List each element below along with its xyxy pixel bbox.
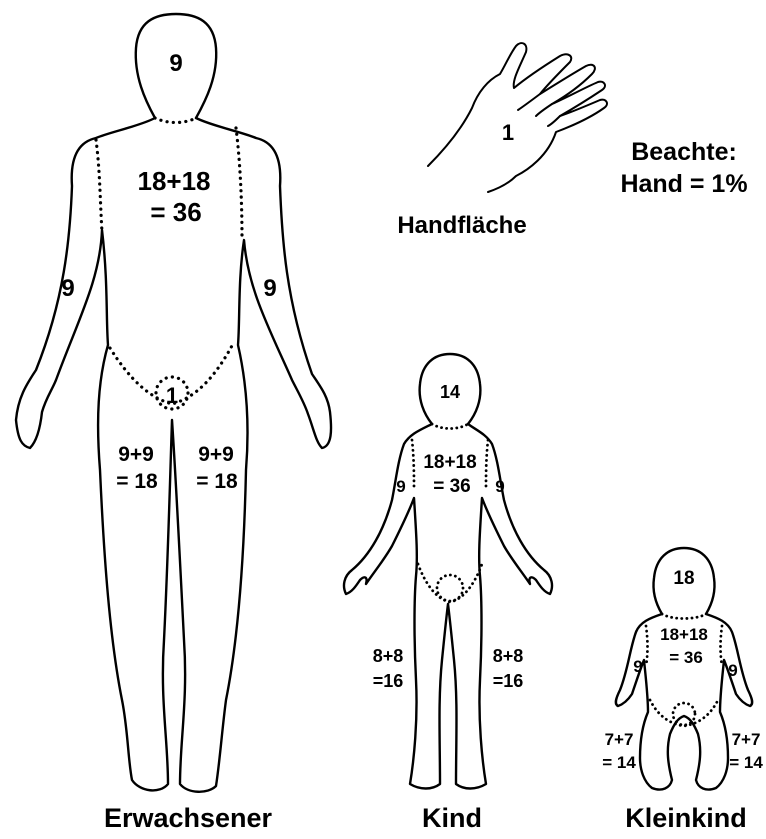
child-shoulder-left-boundary: [412, 440, 414, 490]
child-arm-right-value: 9: [495, 477, 504, 496]
infant-head-value: 18: [673, 568, 694, 589]
adult-leg-right-value-line1: 9+9: [198, 443, 234, 466]
adult-trunk-value-line1: 18+18: [137, 166, 210, 196]
adult-leg-left-value-line1: 9+9: [118, 443, 154, 466]
child-leg-right-value-line2: =16: [493, 671, 524, 691]
infant-caption: Kleinkind: [625, 803, 747, 833]
child-trunk-value-line2: = 36: [433, 476, 471, 497]
infant-neck-boundary: [662, 614, 706, 619]
adult-leg-left-value-line2: = 18: [116, 470, 158, 493]
hand-value: 1: [502, 120, 514, 145]
infant-arm-left-value: 9: [633, 657, 642, 676]
child-trunk-value-line1: 18+18: [423, 452, 476, 473]
child-caption: Kind: [422, 803, 482, 833]
adult-neck-boundary: [155, 118, 196, 123]
adult-shoulder-right-boundary: [236, 128, 242, 238]
child-hip-boundary: [418, 564, 482, 602]
note-line1: Beachte:: [631, 138, 737, 166]
adult-caption: Erwachsener: [104, 803, 273, 833]
adult-leg-right-value-line2: = 18: [196, 470, 238, 493]
infant-leg-right-value-line1: 7+7: [732, 730, 761, 749]
hand-finger-line-1: [518, 94, 540, 110]
adult-head-value: 9: [169, 50, 182, 77]
child-leg-right-value-line1: 8+8: [493, 646, 524, 666]
hand-finger-line-2: [536, 104, 552, 116]
infant-trunk-value-line2: = 36: [669, 648, 703, 667]
hand-figure: [428, 43, 607, 192]
infant-arm-right-value: 9: [728, 661, 737, 680]
infant-shoulder-left-boundary: [646, 626, 648, 666]
child-arm-left-value: 9: [396, 477, 405, 496]
child-shoulder-right-boundary: [486, 440, 488, 490]
adult-arm-left-value: 9: [61, 275, 74, 302]
infant-trunk-value-line1: 18+18: [660, 625, 708, 644]
hand-outline: [428, 43, 607, 192]
adult-genital-value: 1: [166, 383, 178, 408]
child-head-value: 14: [440, 382, 460, 402]
adult-shoulder-left-boundary: [96, 140, 102, 232]
child-leg-left-value-line1: 8+8: [373, 646, 404, 666]
infant-shoulder-right-boundary: [721, 626, 723, 666]
child-leg-left-value-line2: =16: [373, 671, 404, 691]
child-genital-boundary: [437, 575, 463, 601]
infant-leg-left-value-line1: 7+7: [605, 730, 634, 749]
infant-leg-left-value-line2: = 14: [602, 753, 636, 772]
hand-finger-line-3: [548, 116, 560, 126]
note-line2: Hand = 1%: [620, 170, 747, 198]
child-neck-boundary: [432, 424, 468, 429]
child-figure: [344, 354, 552, 789]
hand-caption: Handfläche: [397, 212, 526, 239]
adult-arm-right-value: 9: [263, 275, 276, 302]
adult-trunk-value-line2: = 36: [150, 197, 201, 227]
infant-leg-right-value-line2: = 14: [729, 753, 763, 772]
